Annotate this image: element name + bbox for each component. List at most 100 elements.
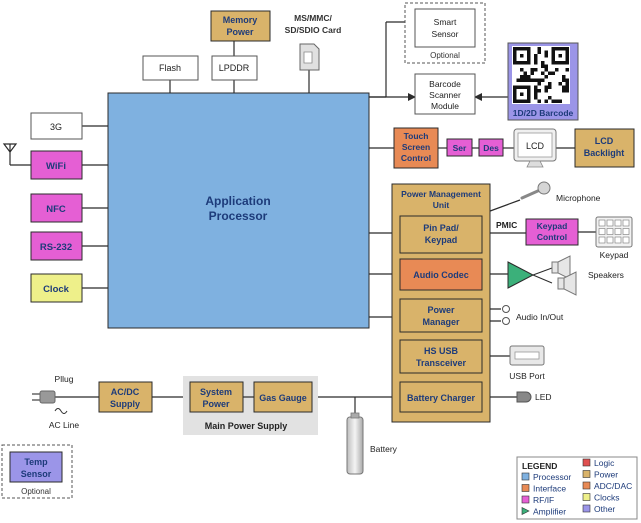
- legend-swatch: [582, 493, 591, 501]
- legend-item: RF/IF: [521, 495, 554, 505]
- speakers-icon: [551, 255, 577, 296]
- legend-item: Other: [582, 504, 615, 514]
- audio-jack-icon: [502, 305, 510, 325]
- ac-wave-icon: [54, 408, 68, 414]
- touch-line1: Touch: [404, 131, 429, 141]
- usb-port-label: USB Port: [509, 371, 545, 381]
- keypad-control-line1: Keypad: [537, 221, 568, 231]
- legend-label: Clocks: [594, 493, 620, 503]
- plug-label: Pllug: [55, 374, 74, 384]
- legend-item: Processor: [521, 472, 571, 482]
- barcode-image-label: 1D/2D Barcode: [513, 108, 574, 118]
- legend-item: Interface: [521, 484, 566, 494]
- pmic-label: PMIC: [496, 220, 517, 230]
- card-line2: SD/SDIO Card: [285, 25, 342, 35]
- backlight-line1: LCD: [595, 136, 614, 146]
- lpddr-block: LPDDR: [211, 55, 258, 81]
- legend-label: Processor: [533, 472, 571, 482]
- temp-sensor-line2: Sensor: [21, 469, 52, 479]
- gas-gauge-label: Gas Gauge: [259, 393, 307, 403]
- system-power-block: System Power: [189, 381, 244, 413]
- legend-label: ADC/DAC: [594, 481, 632, 491]
- keypad-label: Keypad: [600, 250, 629, 260]
- barcode-module-line2: Scanner: [429, 90, 461, 100]
- legend-swatch: [521, 484, 530, 492]
- keypad-control-block: Keypad Control: [525, 218, 579, 246]
- temp-sensor-group: Temp Sensor Optional: [1, 444, 73, 499]
- temp-sensor-line1: Temp: [24, 457, 48, 467]
- power-manager-block: Power Manager: [399, 298, 483, 333]
- acdc-line2: Supply: [110, 399, 140, 409]
- keypad-control-line2: Control: [537, 232, 567, 242]
- pin-pad-line2: Keypad: [425, 235, 458, 245]
- legend-item: Power: [582, 470, 618, 480]
- acdc-line1: AC/DC: [111, 387, 140, 397]
- clock-block: Clock: [30, 273, 83, 303]
- keypad-icon: Keypad: [595, 216, 633, 260]
- flash-label: Flash: [159, 63, 181, 73]
- rs232-block: RS-232: [30, 231, 83, 261]
- des-label: Des: [483, 143, 499, 153]
- memory-power-line1: Memory: [223, 15, 258, 25]
- clock-label: Clock: [43, 284, 70, 295]
- power-manager-line1: Power: [427, 305, 455, 315]
- audio-io-label: Audio In/Out: [516, 312, 564, 322]
- battery-charger-label: Battery Charger: [407, 393, 476, 403]
- legend-swatch: [521, 507, 530, 515]
- lcd-backlight-block: LCD Backlight: [574, 128, 635, 168]
- legend-swatch: [582, 470, 591, 478]
- battery-charger-block: Battery Charger: [399, 381, 483, 413]
- legend-label: Power: [594, 470, 618, 480]
- barcode-scanner-module: Barcode Scanner Module: [414, 73, 476, 115]
- legend-label: RF/IF: [533, 495, 554, 505]
- legend-item: Amplifier: [521, 507, 566, 517]
- pin-pad-block: Pin Pad/ Keypad: [399, 215, 483, 254]
- audio-codec-label: Audio Codec: [413, 270, 469, 280]
- antenna-icon: [2, 143, 18, 153]
- app-processor-line2: Processor: [209, 209, 268, 223]
- system-power-line2: Power: [202, 399, 230, 409]
- hs-usb-line1: HS USB: [424, 346, 459, 356]
- hs-usb-line2: Transceiver: [416, 358, 467, 368]
- main-power-supply-label: Main Power Supply: [205, 421, 288, 431]
- legend-swatch: [582, 458, 591, 467]
- memory-power-block: Memory Power: [210, 10, 271, 42]
- des-block: Des: [478, 138, 504, 157]
- application-processor: Application Processor: [107, 92, 370, 329]
- pmu-line2: Unit: [433, 200, 450, 210]
- legend-label: Amplifier: [533, 507, 566, 517]
- nfc-label: NFC: [46, 204, 66, 215]
- audio-codec-block: Audio Codec: [399, 258, 483, 291]
- barcode-module-line1: Barcode: [429, 79, 461, 89]
- touch-line3: Control: [401, 153, 431, 163]
- pmu-line1: Power Management: [401, 189, 481, 199]
- ac-line-label: AC Line: [49, 420, 80, 430]
- speakers-label: Speakers: [588, 270, 624, 280]
- rs232-label: RS-232: [40, 242, 72, 253]
- power-manager-line2: Manager: [422, 317, 460, 327]
- wifi-label: WiFi: [46, 161, 66, 172]
- g3-label: 3G: [50, 122, 62, 132]
- legend-label: Interface: [533, 484, 566, 494]
- battery-icon: [346, 412, 364, 475]
- wifi-block: WiFi: [30, 150, 83, 180]
- memory-power-line2: Power: [226, 27, 254, 37]
- card-line1: MS/MMC/: [294, 13, 332, 23]
- legend-item: ADC/DAC: [582, 481, 632, 491]
- legend-swatch: [582, 481, 591, 490]
- legend-swatch: [582, 504, 591, 513]
- hs-usb-block: HS USB Transceiver: [399, 339, 483, 374]
- smart-sensor-optional: Optional: [430, 51, 460, 60]
- smart-sensor-line2: Sensor: [432, 29, 459, 39]
- gas-gauge-block: Gas Gauge: [253, 381, 313, 413]
- barcode-image: 1D/2D Barcode: [507, 42, 579, 121]
- legend-label: Other: [594, 504, 615, 514]
- acdc-supply-block: AC/DC Supply: [98, 381, 153, 413]
- g3-block: 3G: [30, 112, 83, 140]
- legend-item: Logic: [582, 458, 615, 468]
- legend-swatch: [521, 495, 530, 504]
- microphone-icon: Microphone: [520, 181, 601, 203]
- temp-sensor-optional: Optional: [21, 487, 51, 496]
- touch-line2: Screen: [402, 142, 430, 152]
